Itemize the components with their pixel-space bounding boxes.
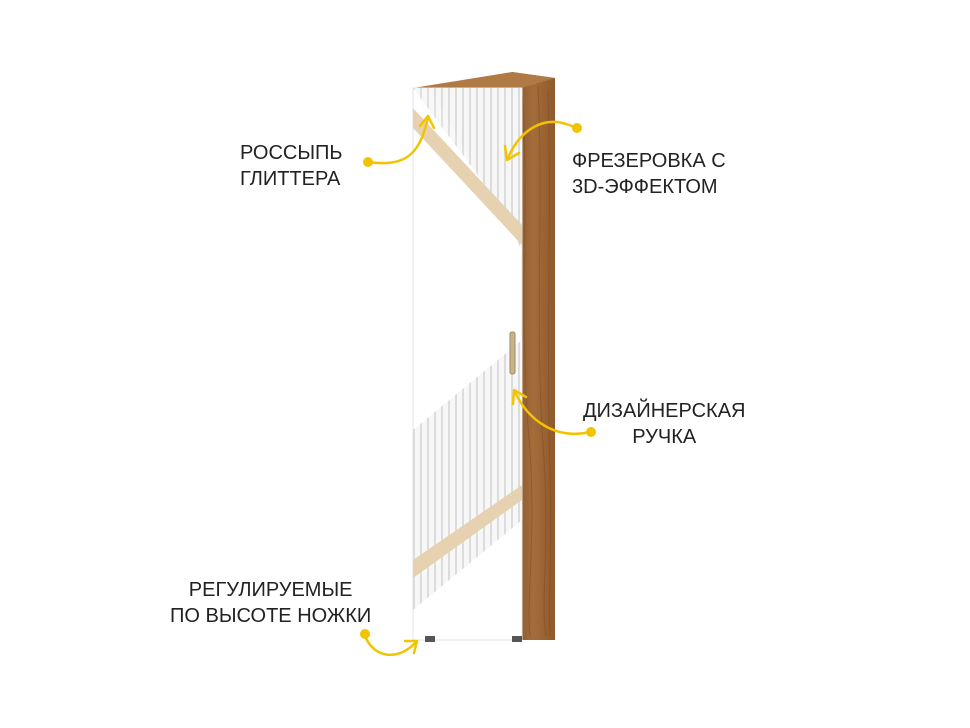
glitter-stripe-top — [413, 108, 522, 245]
callout-label-legs: РЕГУЛИРУЕМЫЕ ПО ВЫСОТЕ НОЖКИ — [170, 577, 371, 629]
leg-right — [512, 636, 522, 642]
callout-label-milling-line1: ФРЕЗЕРОВКА С — [572, 150, 726, 172]
callout-arrow-legs — [363, 634, 418, 657]
callout-dot-glitter — [363, 157, 373, 167]
callout-arrow-milling — [506, 120, 578, 160]
callout-dot-milling — [572, 123, 582, 133]
leg-left — [425, 636, 435, 642]
callout-arrow-handle — [513, 390, 592, 435]
side-panel — [512, 72, 555, 640]
door-handle — [509, 331, 516, 375]
callout-label-glitter-line1: РОССЫПЬ — [240, 142, 343, 164]
milling-pattern — [413, 88, 522, 610]
callout-label-milling-line2: 3D-ЭФФЕКТОМ — [572, 176, 718, 198]
callout-arrowhead-milling — [503, 144, 521, 162]
callout-label-glitter-line2: ГЛИТТЕРА — [240, 168, 341, 190]
callout-arrow-glitter — [366, 116, 430, 165]
glitter-stripe-bottom — [413, 485, 522, 578]
callout-dot-legs — [360, 629, 370, 639]
callout-label-handle-line1: ДИЗАЙНЕРСКАЯ — [583, 400, 746, 422]
callout-arrowhead-handle — [511, 388, 528, 406]
callout-arrowhead-glitter — [418, 114, 436, 130]
callout-label-handle: ДИЗАЙНЕРСКАЯ РУЧКА — [583, 398, 746, 450]
top-edge — [413, 72, 555, 88]
callout-arrowhead-legs — [403, 639, 419, 655]
callout-label-legs-line2: ПО ВЫСОТЕ НОЖКИ — [170, 605, 372, 627]
callout-label-legs-line1: РЕГУЛИРУЕМЫЕ — [188, 579, 353, 601]
callout-label-handle-line2: РУЧКА — [632, 426, 697, 448]
callout-dot-handle — [586, 427, 596, 437]
callout-label-glitter: РОССЫПЬ ГЛИТТЕРА — [240, 140, 343, 192]
callout-label-milling: ФРЕЗЕРОВКА С 3D-ЭФФЕКТОМ — [572, 148, 726, 200]
